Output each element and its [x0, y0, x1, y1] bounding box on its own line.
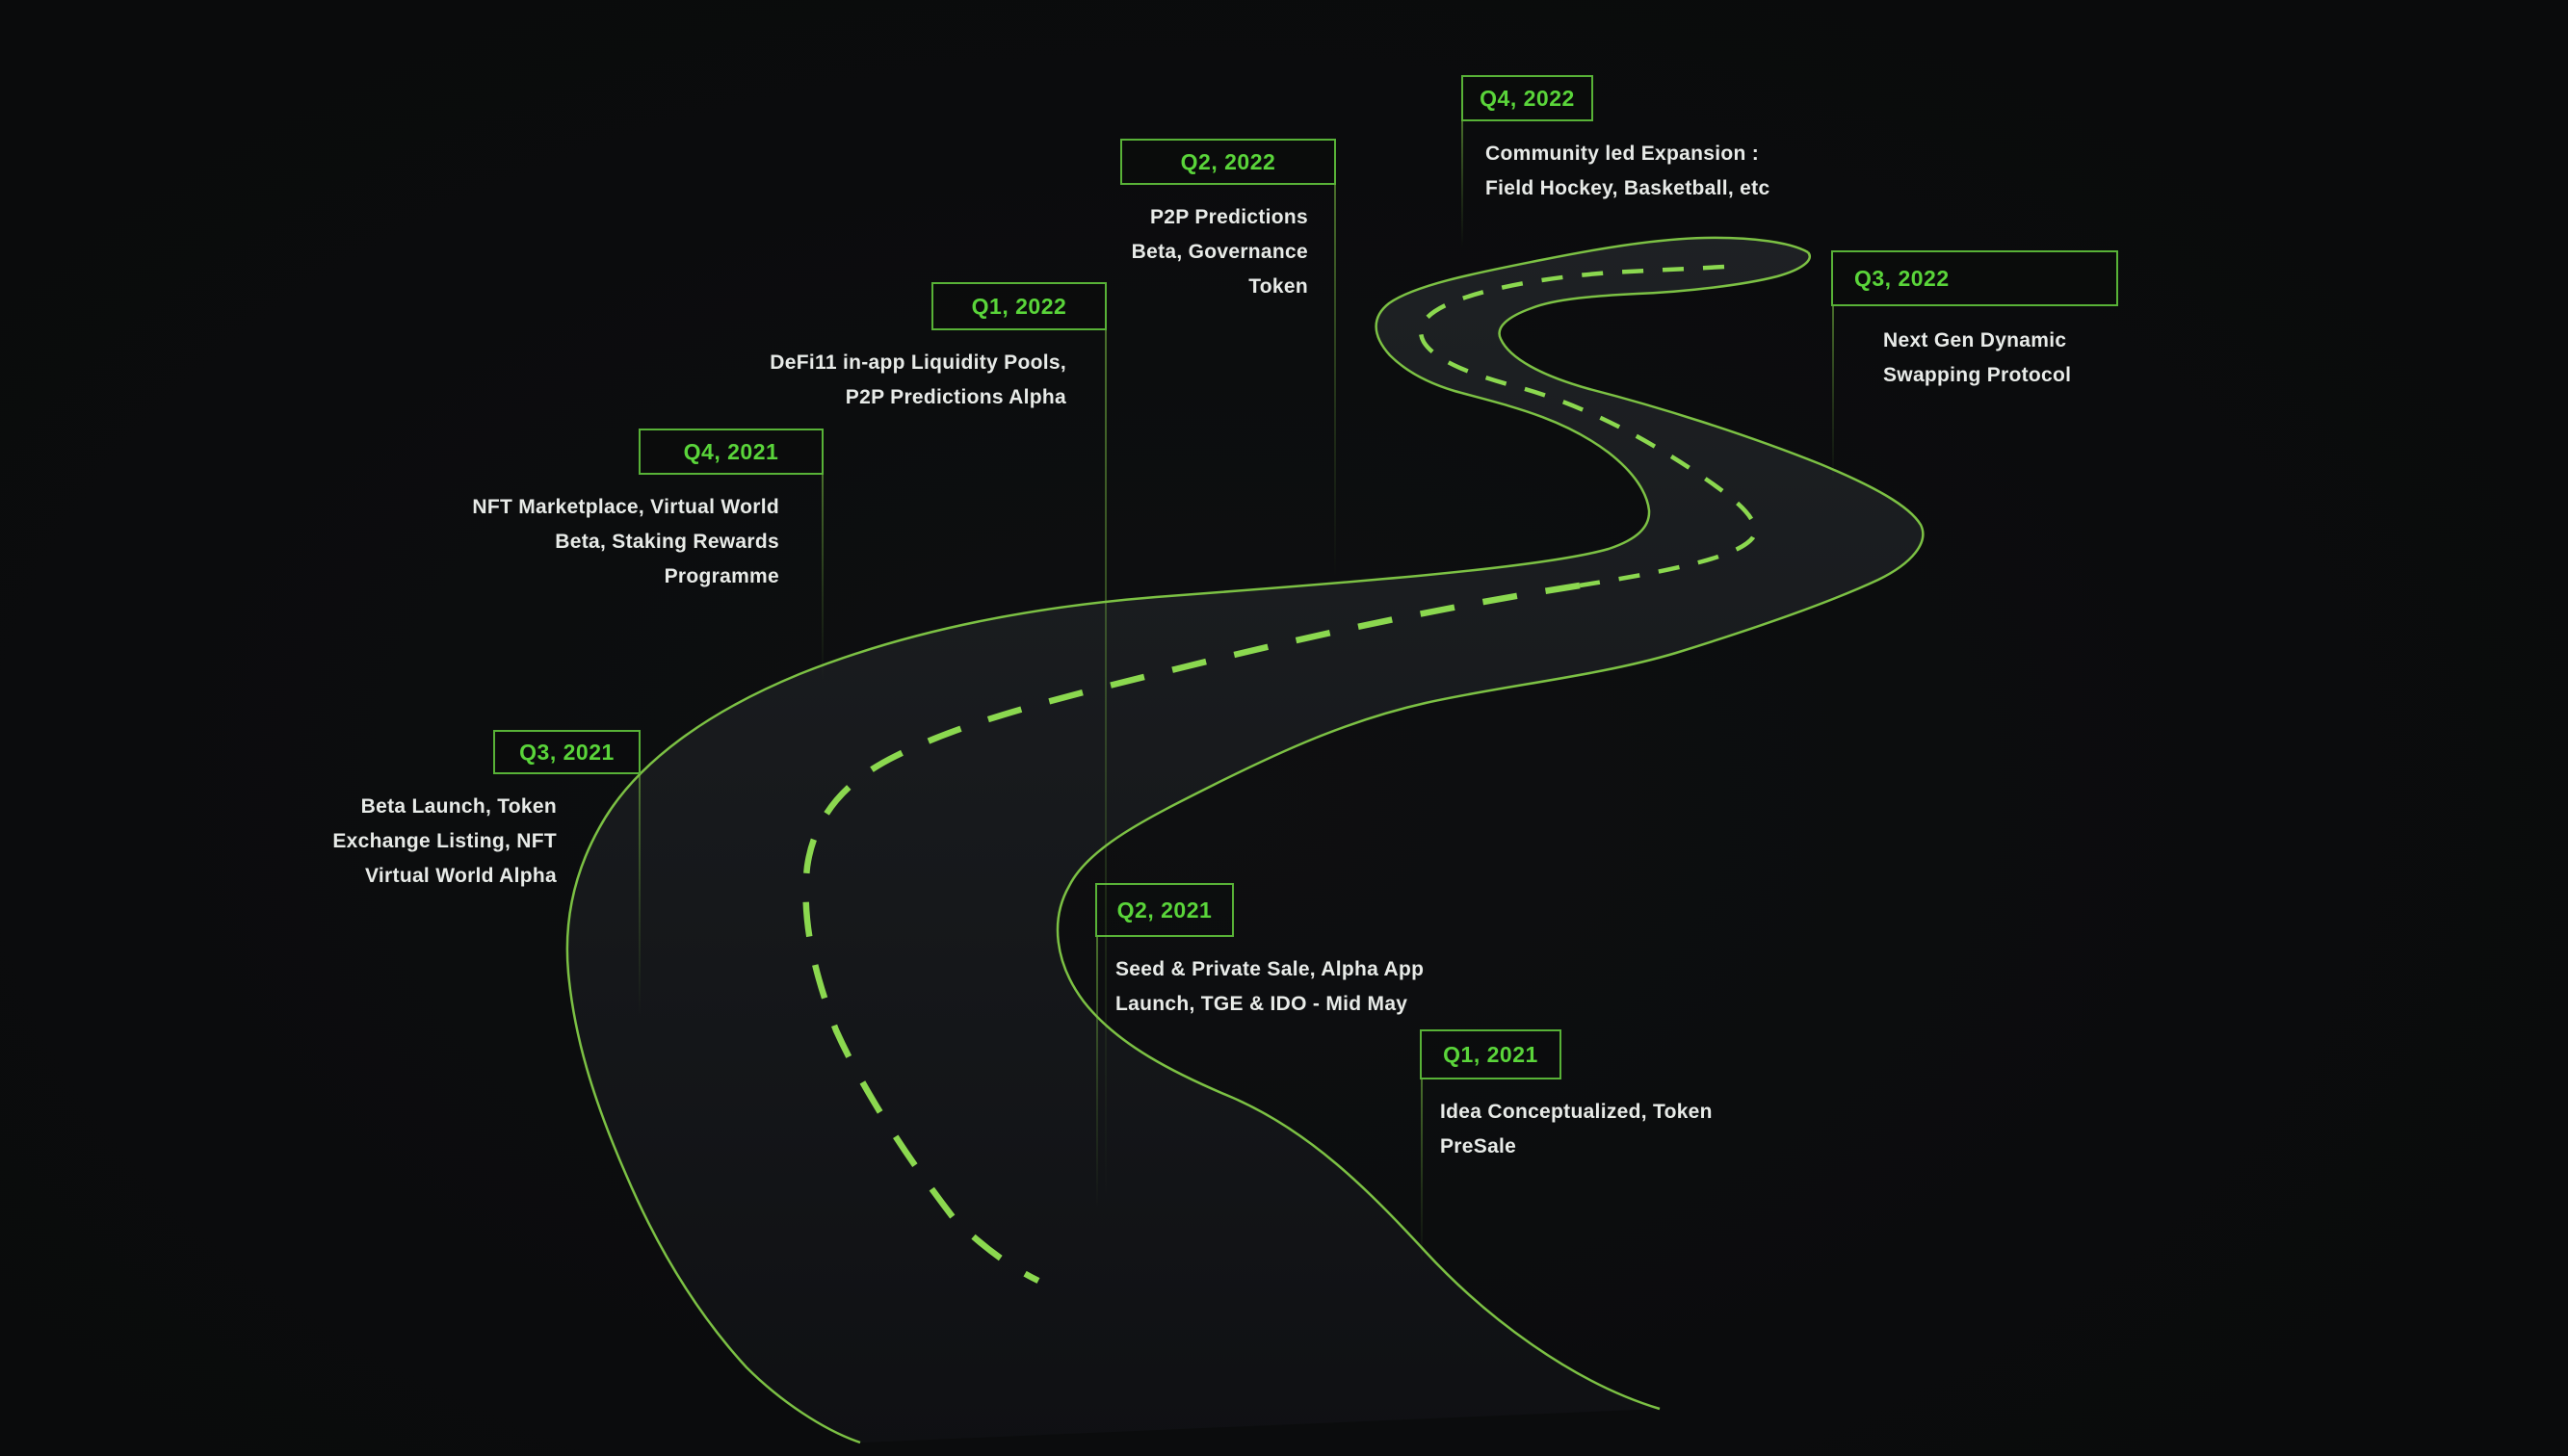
road-edge-left [565, 236, 1809, 1444]
milestone-label-q3-2021: Q3, 2021 [519, 739, 615, 765]
milestone-description-line: Beta, Governance [1131, 241, 1308, 263]
milestone-description-q4-2022: Community led Expansion : Field Hockey, B… [1485, 137, 1769, 206]
milestone-box-q3-2022: Q3, 2022 [1831, 250, 2118, 306]
milestone-box-q1-2021: Q1, 2021 [1420, 1029, 1561, 1079]
milestone-box-q3-2021: Q3, 2021 [493, 730, 641, 774]
milestone-description-line: Programme [664, 565, 779, 587]
milestone-description-line: Launch, TGE & IDO - Mid May [1115, 993, 1408, 1015]
milestone-description-line: Community led Expansion : [1485, 143, 1760, 165]
milestone-description-line: Virtual World Alpha [365, 865, 557, 887]
milestone-description-line: P2P Predictions Alpha [845, 386, 1066, 408]
milestone-label-q4-2021: Q4, 2021 [683, 438, 779, 464]
road-edge-right [1056, 251, 1925, 1411]
milestone-description-line: Beta, Staking Rewards [555, 531, 779, 553]
milestone-description-line: Idea Conceptualized, Token [1440, 1101, 1713, 1123]
road-centerline-far [1418, 264, 1758, 588]
road-centerline-near [802, 582, 1581, 1284]
milestone-label-q2-2021: Q2, 2021 [1116, 897, 1213, 923]
milestone-description-line: Field Hockey, Basketball, etc [1485, 177, 1770, 199]
milestone-description-line: DeFi11 in-app Liquidity Pools, [770, 351, 1066, 374]
milestone-box-q2-2021: Q2, 2021 [1095, 883, 1234, 937]
milestone-description-line: Seed & Private Sale, Alpha App [1115, 958, 1425, 980]
milestone-box-q4-2022: Q4, 2022 [1461, 75, 1593, 121]
milestone-description-line: Token [1248, 275, 1308, 298]
milestone-box-q2-2022: Q2, 2022 [1120, 139, 1336, 185]
milestone-label-q3-2022: Q3, 2022 [1854, 265, 1950, 291]
milestone-description-line: P2P Predictions [1149, 206, 1308, 228]
milestone-description-line: Swapping Protocol [1883, 364, 2072, 386]
milestone-label-q2-2022: Q2, 2022 [1180, 148, 1276, 174]
milestone-label-q1-2022: Q1, 2022 [971, 293, 1067, 319]
milestone-description-line: Beta Launch, Token [360, 795, 557, 818]
milestone-description-q1-2022: DeFi11 in-app Liquidity Pools, P2P Predic… [770, 346, 1066, 415]
milestone-box-q1-2022: Q1, 2022 [931, 282, 1107, 330]
milestone-description-line: Next Gen Dynamic [1883, 329, 2067, 351]
milestone-description-line: Exchange Listing, NFT [332, 830, 557, 852]
milestone-label-q1-2021: Q1, 2021 [1443, 1041, 1538, 1067]
milestone-label-q4-2022: Q4, 2022 [1480, 85, 1575, 111]
milestone-box-q4-2021: Q4, 2021 [639, 429, 824, 475]
milestone-description-line: NFT Marketplace, Virtual World [472, 496, 779, 518]
road-surface [566, 237, 1924, 1443]
milestone-description-line: PreSale [1440, 1135, 1517, 1157]
